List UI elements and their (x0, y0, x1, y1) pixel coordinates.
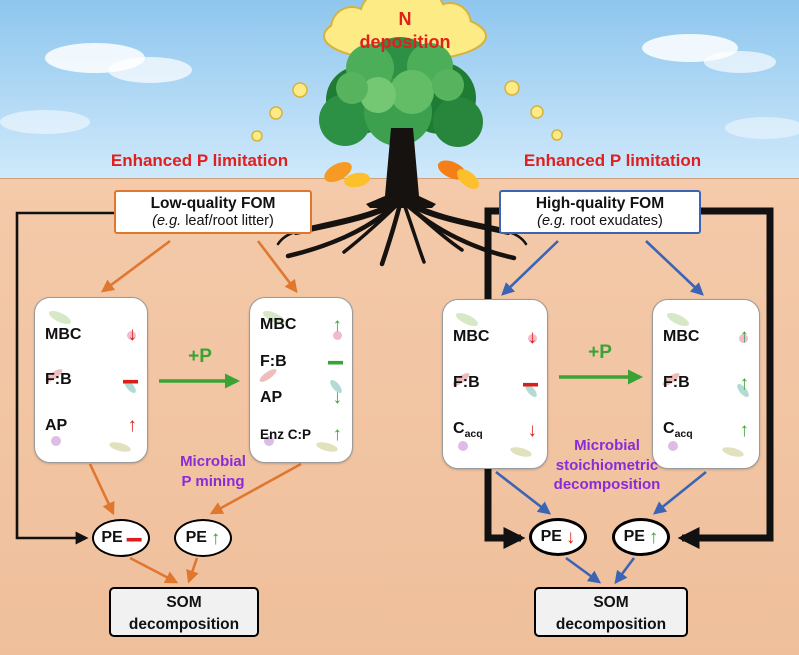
background-clouds (0, 34, 799, 139)
autumn-leaves (324, 160, 479, 189)
priming-effect-ellipse: PE ↑ (612, 518, 670, 556)
microbial-box-high-quality-minus-p: MBC↓ F:B— Cacq↓ (442, 299, 548, 469)
indicator-row: AP↑ (45, 415, 138, 436)
priming-effect-ellipse: PE ↑ (174, 519, 232, 557)
indicator-row: MBC↑ (260, 314, 343, 336)
black-thick-arrow-outer (677, 207, 774, 549)
indicator-row: F:B— (453, 363, 538, 404)
tree-canopy (319, 37, 483, 147)
microbes-illustration (35, 298, 147, 462)
down-arrow-icon: ↓ (565, 526, 576, 548)
down-arrow-icon: ↓ (332, 387, 343, 409)
microbial-box-high-quality-plus-p: MBC↑ F:B↑ Cacq↑ (652, 299, 760, 469)
up-arrow-icon: ↑ (210, 527, 221, 549)
plus-p-label-right: +P (588, 342, 612, 363)
fom-subtitle: (e.g. root exudates) (537, 213, 663, 229)
no-change-dash-icon: — (328, 341, 343, 382)
orange-arrows (88, 239, 302, 584)
microbes-illustration (653, 300, 759, 468)
up-arrow-icon: ↑ (739, 326, 750, 348)
n-deposition-line2: deposition (359, 31, 451, 52)
low-quality-fom-box: Low-quality FOM (e.g. leaf/root litter) (114, 190, 312, 234)
microbes-illustration (250, 298, 352, 462)
plus-p-label-left: +P (188, 346, 212, 367)
down-arrow-icon: ↓ (527, 419, 538, 441)
priming-effect-ellipse: PE — (92, 519, 150, 557)
no-change-dash-icon: — (523, 363, 538, 404)
n-deposition-label: N deposition (330, 8, 480, 53)
indicator-row: Cacq↓ (453, 419, 538, 441)
mechanism-label-stoichiometric: Microbial stoichiometric decomposition (553, 437, 661, 493)
black-arrow-left-frame (15, 211, 114, 545)
down-arrow-icon: ↓ (527, 326, 538, 348)
fom-title: High-quality FOM (535, 195, 665, 212)
microbes-illustration (443, 300, 547, 468)
indicator-row: Cacq↑ (663, 419, 750, 441)
up-arrow-icon: ↑ (648, 526, 659, 548)
up-arrow-icon: ↑ (739, 372, 750, 394)
blue-arrows (495, 240, 707, 585)
indicator-row: F:B↑ (663, 372, 750, 394)
up-arrow-icon: ↑ (739, 419, 750, 441)
microbial-box-low-quality-plus-p: MBC↑ F:B— AP↓ Enz C:P↑ (249, 297, 353, 463)
up-arrow-icon: ↑ (332, 424, 343, 446)
indicator-row: F:B— (260, 341, 343, 382)
mechanism-label-p-mining: Microbial P mining (180, 453, 246, 490)
indicator-row: MBC↓ (453, 326, 538, 348)
high-quality-fom-box: High-quality FOM (e.g. root exudates) (499, 190, 701, 234)
indicator-row: MBC↓ (45, 324, 138, 345)
no-change-dash-icon: — (126, 517, 142, 559)
som-decomposition-box-left: SOM decomposition (109, 587, 259, 637)
enhanced-p-limitation-right: Enhanced P limitation (523, 151, 702, 170)
down-arrow-icon: ↓ (127, 324, 138, 345)
indicator-row: MBC↑ (663, 326, 750, 348)
deposition-droplets (251, 80, 563, 142)
indicator-row: Enz C:P↑ (260, 424, 343, 446)
up-arrow-icon: ↑ (332, 314, 343, 336)
no-change-dash-icon: — (123, 359, 138, 401)
som-decomposition-box-right: SOM decomposition (534, 587, 688, 637)
indicator-row: F:B— (45, 359, 138, 401)
tree-trunk (366, 128, 436, 208)
up-arrow-icon: ↑ (127, 415, 138, 436)
fom-title: Low-quality FOM (150, 195, 276, 212)
fom-subtitle: (e.g. leaf/root litter) (152, 213, 274, 229)
microbial-box-low-quality-minus-p: MBC↓ F:B— AP↑ (34, 297, 148, 463)
enhanced-p-limitation-left: Enhanced P limitation (110, 151, 289, 170)
indicator-row: AP↓ (260, 387, 343, 409)
n-deposition-line1: N (398, 9, 412, 29)
priming-effect-ellipse: PE ↓ (529, 518, 587, 556)
